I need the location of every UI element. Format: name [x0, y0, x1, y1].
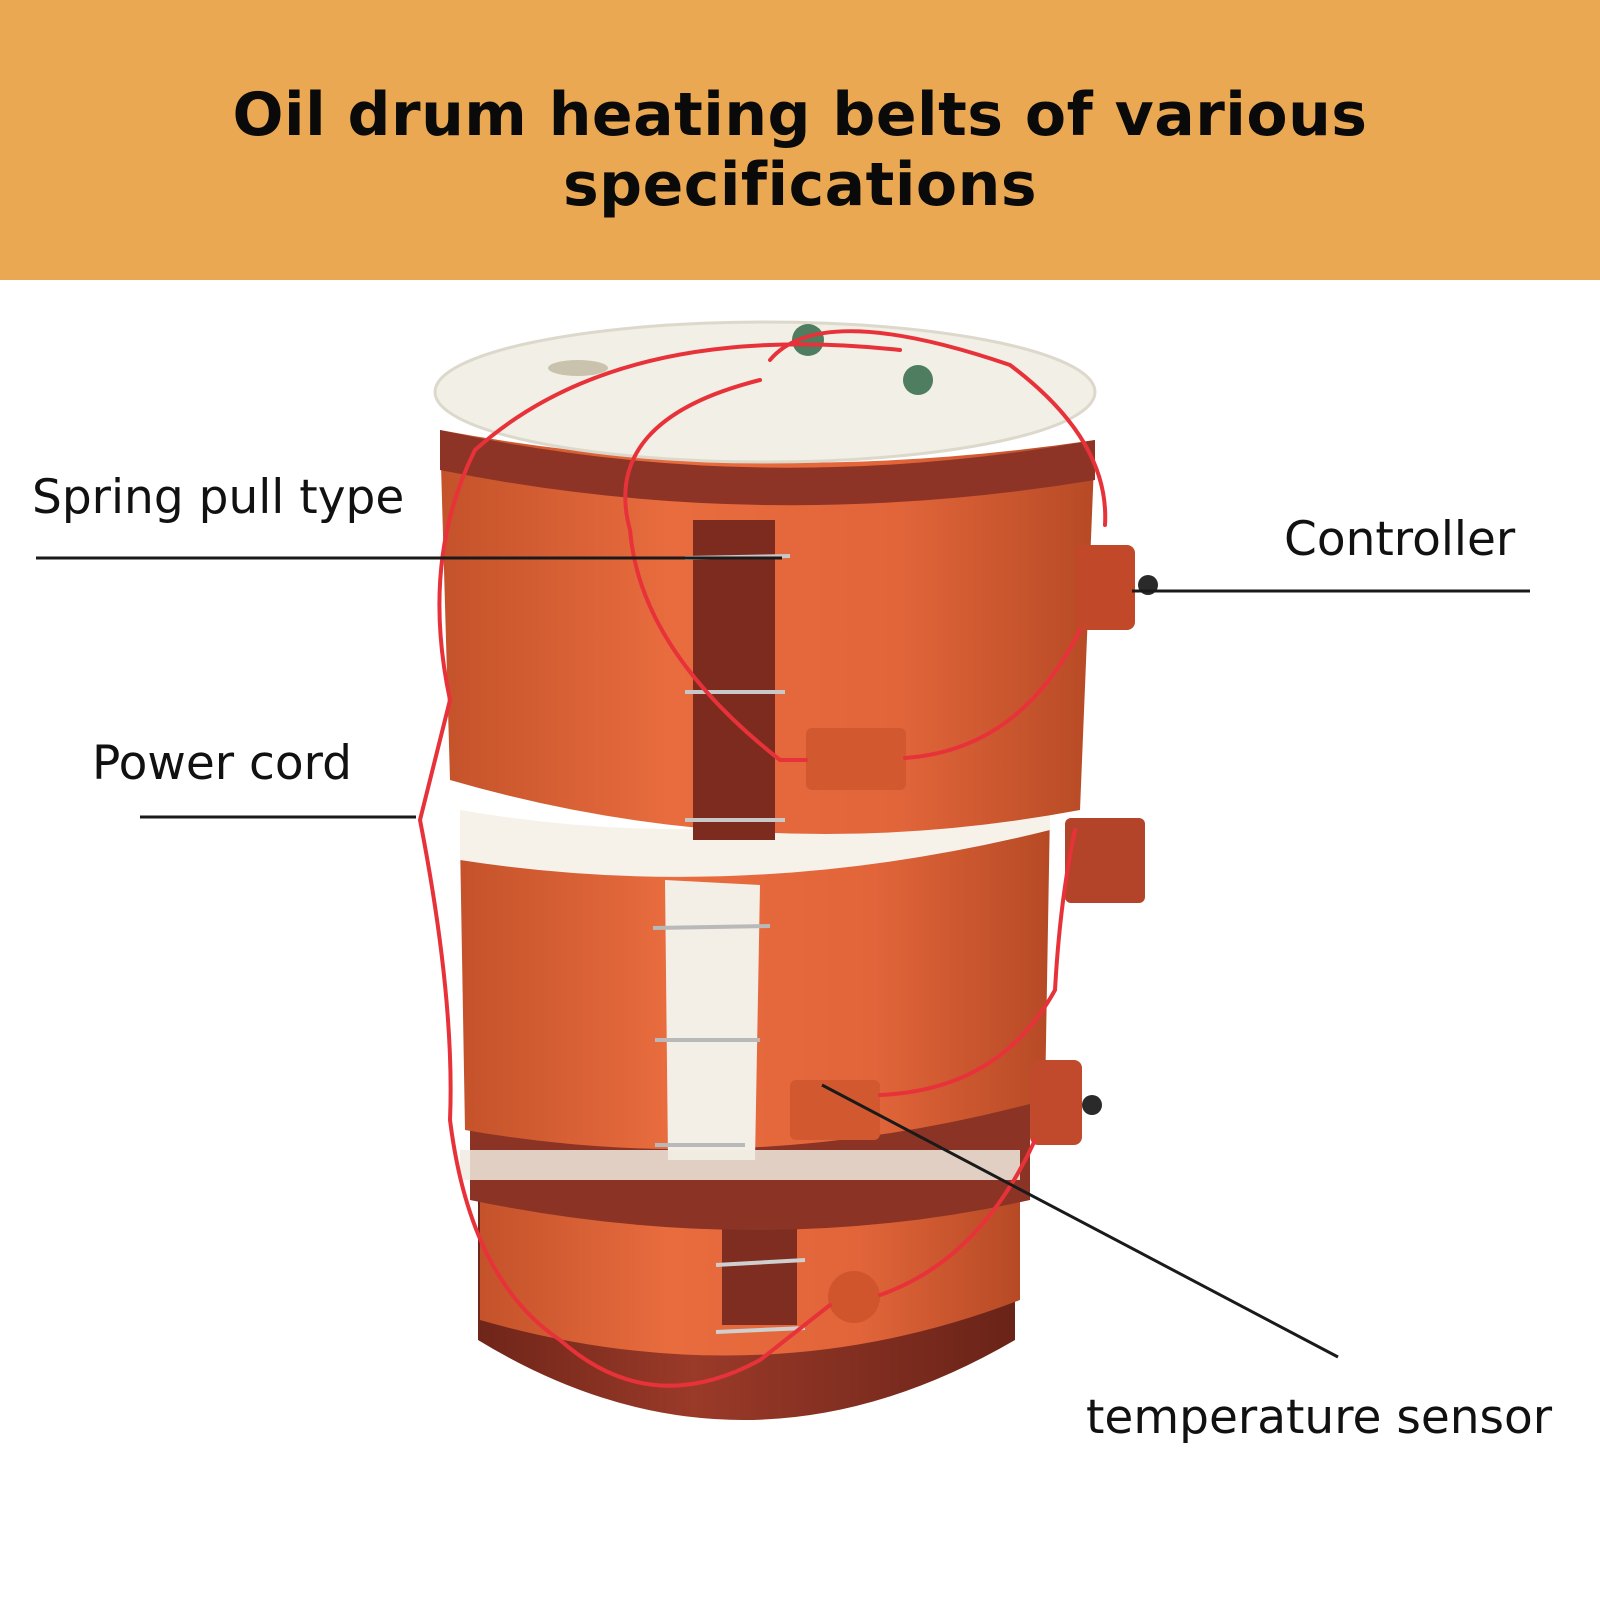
spring-clips-bottom: [715, 1258, 806, 1334]
spring-strap-bottom: [722, 1225, 797, 1325]
callout-spring-pull-type: Spring pull type: [32, 470, 405, 525]
callout-leaders: [36, 556, 1530, 1359]
controller-box-middle: [1065, 818, 1145, 903]
banner-title: Oil drum heating belts of various specif…: [232, 80, 1368, 220]
header-banner: Oil drum heating belts of various specif…: [0, 0, 1600, 280]
callout-temperature-sensor: temperature sensor: [1086, 1390, 1553, 1445]
drum-band-top: [440, 430, 1095, 506]
controller-box-lower: [1030, 1060, 1082, 1145]
controller-box-top: [1075, 545, 1135, 630]
sensor-box-middle: [790, 1080, 880, 1140]
spring-clips-middle: [652, 924, 771, 1147]
lid-bung: [548, 360, 608, 376]
lid-fitting-right: [903, 365, 933, 395]
sensor-box-top: [806, 728, 906, 790]
drum-lid: [433, 320, 1097, 464]
spring-strap-top: [693, 520, 775, 840]
product-photo: [36, 320, 1530, 1420]
white-gap-lower: [460, 1150, 1020, 1180]
callout-controller: Controller: [1284, 512, 1516, 567]
sensor-box-bottom: [828, 1271, 880, 1323]
label-panel: [665, 880, 760, 1160]
lid-fitting-left: [792, 324, 824, 356]
controller-knob-lower: [1082, 1095, 1102, 1115]
power-cord: [417, 329, 1108, 1388]
callout-power-cord: Power cord: [92, 736, 352, 791]
